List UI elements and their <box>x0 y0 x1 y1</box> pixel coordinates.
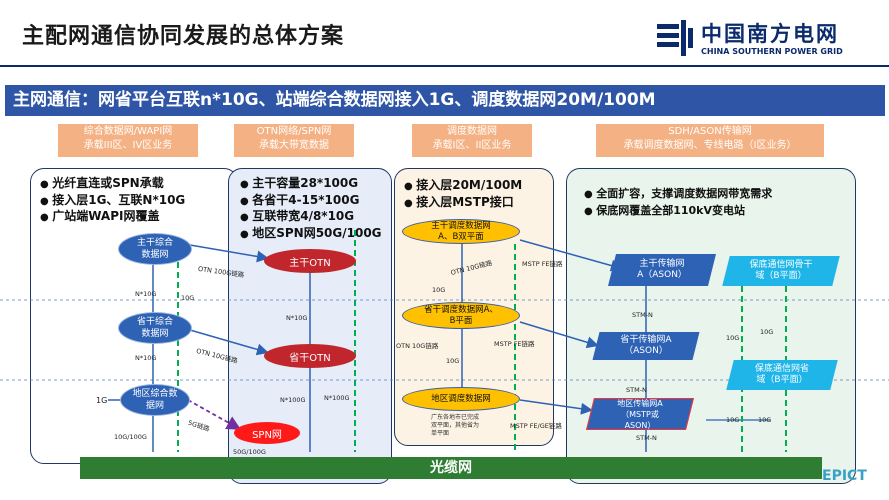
sdh-bullets: 全面扩容，支撑调度数据网带宽需求保底网覆盖全部110kV变电站 <box>584 186 772 219</box>
node-regional-integrated: 地区综合数 据网 <box>120 384 190 416</box>
node-regional-trans: 地区传输网A （MSTP或 ASON） <box>586 398 694 430</box>
category-otn: OTN网络/SPN网承载大带宽数据 <box>234 124 354 157</box>
label-n100g-2: N*100G <box>324 394 350 402</box>
label-mstp-3: MSTP FE/GE链路 <box>510 422 562 430</box>
label-1g: 1G <box>96 396 108 405</box>
header-divider <box>0 65 889 67</box>
label-mstp-2: MSTP FE链路 <box>494 340 535 348</box>
label-10g-100g: 10G/100G <box>114 433 147 441</box>
label-10g-1: 10G <box>181 294 195 302</box>
label-10g-3: 10G <box>446 357 460 365</box>
regional-dispatch-note: 广东各地市已完成 双平面，其他省为 单平面 <box>431 414 480 437</box>
main-banner: 主网通信：网省平台互联n*10G、站端综合数据网接入1G、调度数据网20M/10… <box>5 85 885 116</box>
otn-bullets: 主干容量28*100G各省干4-15*100G互联带宽4/8*10G地区SPN网… <box>240 176 381 242</box>
node-prov-trans: 省干传输网A （ASON） <box>592 332 700 360</box>
dispatch-bullets: 接入层20M/100M接入层MSTP接口 <box>404 178 522 211</box>
label-n10g-1: N*10G <box>135 290 157 298</box>
label-mstp-1: MSTP FE链路 <box>522 260 563 268</box>
node-regional-dispatch: 地区调度数据网 <box>402 387 520 411</box>
category-sdh: SDH/ASON传输网承载调度数据网、专线电路（I区业务） <box>596 124 824 157</box>
logo-english-name: CHINA SOUTHERN POWER GRID <box>701 47 843 56</box>
label-10g-2: 10G <box>432 286 446 294</box>
node-backbone-b: 保底通信网骨干 域（B平面） <box>722 256 840 286</box>
label-n10g-3: N*10G <box>286 314 308 322</box>
label-n100g: N*100G <box>280 396 306 404</box>
logo: 中国南方电网 CHINA SOUTHERN POWER GRID <box>655 16 880 62</box>
node-prov-integrated: 省干综合 数据网 <box>118 312 192 344</box>
category-integrated: 综合数据网/WAPI网承载III区、IV区业务 <box>58 124 198 157</box>
csg-logo-icon <box>657 20 693 56</box>
label-stmn-1: STM-N <box>632 311 653 319</box>
fiber-network-bar: 光缆网 <box>80 457 822 479</box>
node-prov-b: 保底通信网省 域（B平面） <box>726 360 838 390</box>
integrated-bullets: 光纤直连或SPN承载接入层1G、互联N*10G广站端WAPI网覆盖 <box>40 176 185 226</box>
label-stmn-3: STM-N <box>636 434 657 442</box>
panel-sdh <box>566 168 856 484</box>
node-main-trans: 主干传输网 A（ASON） <box>608 254 716 286</box>
label-50g-100g: 50G/100G <box>233 448 266 456</box>
label-10g-4: 10G <box>726 334 740 342</box>
node-spn: SPN网 <box>234 422 300 444</box>
label-10g-5: 10G <box>760 328 774 336</box>
label-n10g-2: N*10G <box>135 354 157 362</box>
label-10g-6: 10G <box>726 416 740 424</box>
logo-chinese-name: 中国南方电网 <box>701 22 839 46</box>
label-otn10g-4: OTN 10G链路 <box>396 342 439 350</box>
watermark: EPICT <box>822 468 867 484</box>
node-main-integrated: 主干综合 数据网 <box>118 233 192 265</box>
category-dispatch: 调度数据网承载I区、II区业务 <box>412 124 532 157</box>
node-prov-dispatch: 省干调度数据网A、 B平面 <box>402 302 520 329</box>
label-stmn-2: STM-N <box>626 386 647 394</box>
node-prov-otn: 省干OTN <box>264 344 356 368</box>
label-10g-7: 10G <box>758 416 772 424</box>
node-main-dispatch: 主干调度数据网 A、B双平面 <box>402 219 520 244</box>
page-title: 主配网通信协同发展的总体方案 <box>22 24 345 49</box>
node-main-otn: 主干OTN <box>264 249 356 273</box>
